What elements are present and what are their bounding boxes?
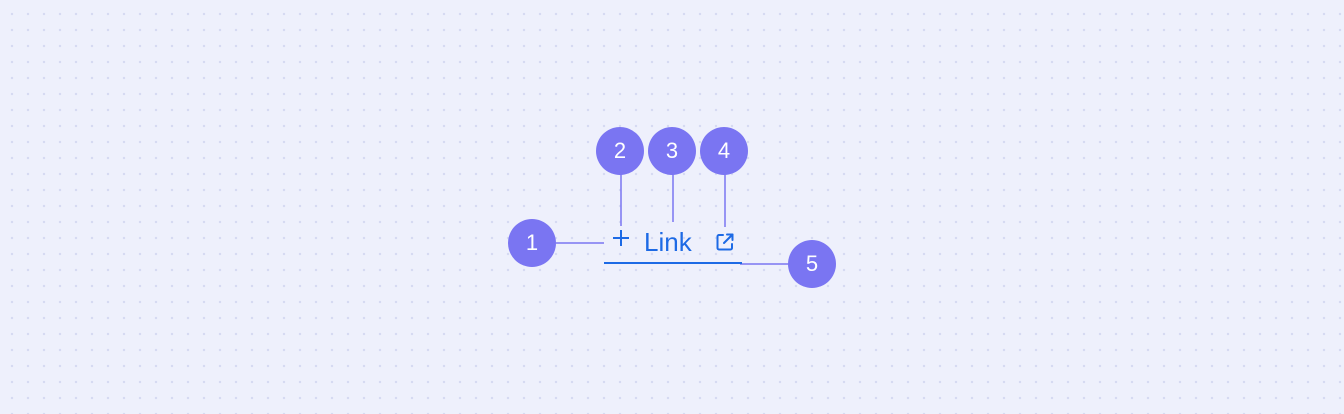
link-example[interactable]: Link	[604, 224, 742, 264]
link-underline	[604, 262, 742, 264]
callout-3: 3	[648, 127, 696, 175]
callout-4: 4	[700, 127, 748, 175]
link-label[interactable]: Link	[644, 227, 692, 257]
callout-1: 1	[508, 219, 556, 267]
callout-5: 5	[788, 240, 836, 288]
plus-icon	[613, 230, 629, 246]
callout-2: 2	[596, 127, 644, 175]
external-link-icon	[716, 233, 734, 251]
